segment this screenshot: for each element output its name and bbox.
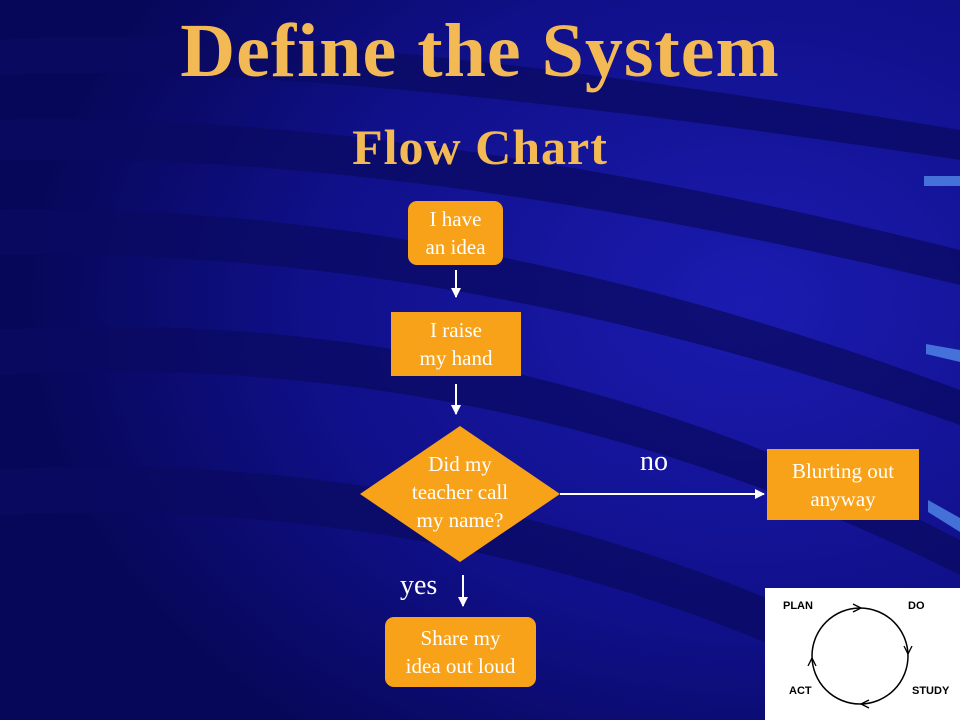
edge-label-no: no bbox=[640, 446, 668, 477]
pdsa-plan-label: PLAN bbox=[783, 600, 813, 612]
pdsa-cycle-circle bbox=[807, 603, 913, 709]
pdsa-cycle-diagram: PLAN DO ACT STUDY bbox=[765, 588, 960, 720]
decision-label: Did my teacher call my name? bbox=[411, 452, 509, 532]
slide-title: Define the System bbox=[180, 9, 780, 93]
edge-label-yes: yes bbox=[400, 570, 438, 601]
node-blurting-out: Blurting out anyway bbox=[767, 449, 919, 520]
node-i-raise-my-hand: I raise my hand bbox=[391, 312, 521, 376]
node-i-have-an-idea: I have an idea bbox=[408, 201, 503, 265]
pdsa-do-label: DO bbox=[908, 600, 925, 612]
pdsa-study-label: STUDY bbox=[912, 685, 950, 697]
node-share-idea: Share my idea out loud bbox=[385, 617, 536, 687]
decision-diamond bbox=[360, 426, 560, 562]
slide-subtitle: Flow Chart bbox=[352, 119, 608, 175]
pdsa-act-label: ACT bbox=[789, 685, 812, 697]
